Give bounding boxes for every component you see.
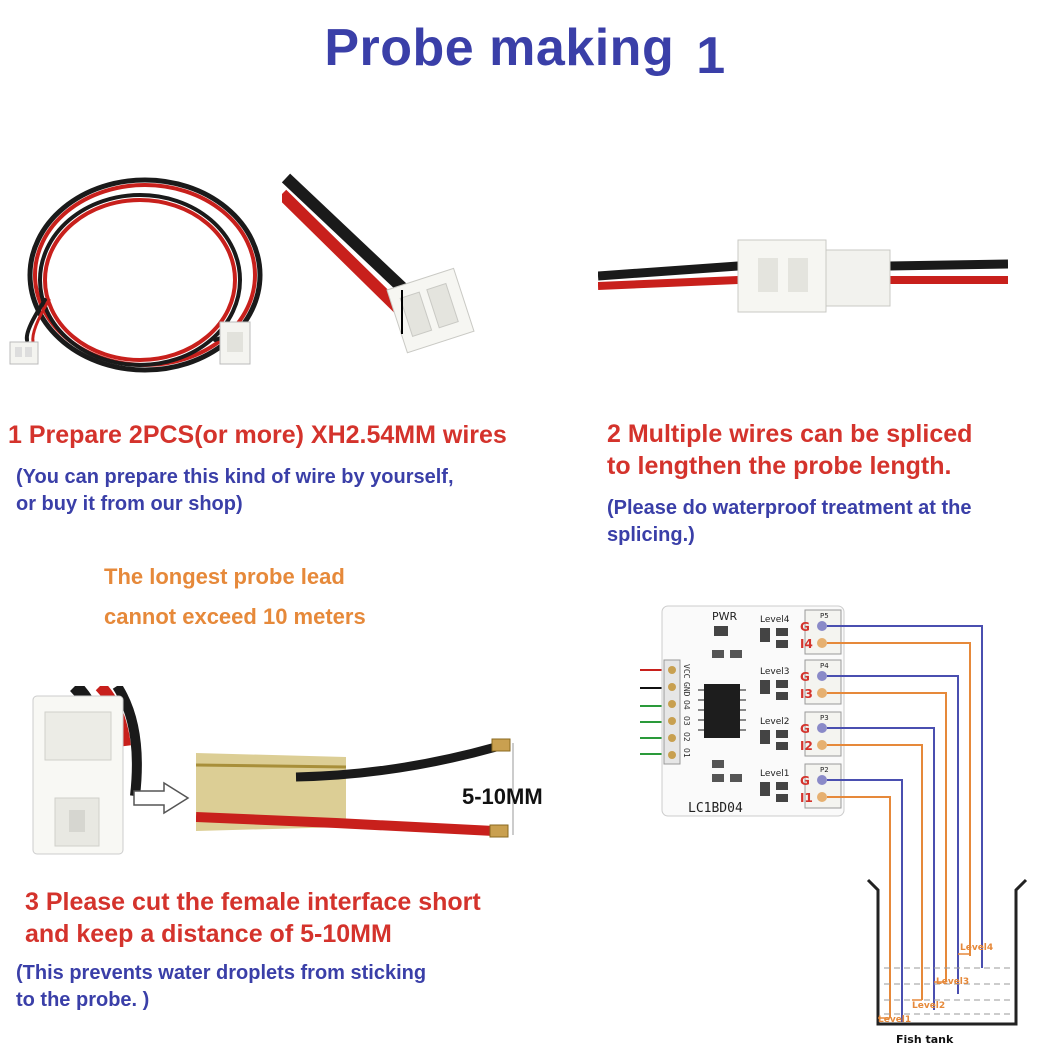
dimension-label: 5-10MM [462, 784, 543, 809]
step3-heading-line2: and keep a distance of 5-10MM [25, 920, 392, 948]
side-header [663, 659, 681, 765]
probe-wires [827, 625, 983, 1022]
pin-g4: G [800, 620, 810, 634]
port-p4: P4 [820, 662, 829, 670]
title-number: 1 [696, 27, 726, 85]
tank-level4-label: Level4 [960, 943, 993, 953]
side-pin-gnd: GND [682, 682, 691, 697]
step2-heading-line2: to lengthen the probe length. [607, 452, 952, 480]
pin-g3: G [800, 670, 810, 684]
step3-note-line1: (This prevents water droplets from stick… [16, 962, 427, 984]
pin-i2: I2 [800, 739, 813, 753]
female-connector-photo [32, 686, 142, 855]
wiring-diagram: VCC GND O4 O3 O2 O1 PWR LC1BD04 Level4 L… [640, 605, 1028, 1046]
tank-level3-label: Level3 [936, 977, 969, 987]
side-pin-o1: O1 [682, 748, 691, 758]
step1-note-line1: (You can prepare this kind of wire by yo… [16, 466, 454, 488]
port-p5: P5 [820, 612, 829, 620]
board-level2-label: Level2 [760, 717, 789, 727]
port-p2: P2 [820, 766, 829, 774]
warning-line1: The longest probe lead [104, 564, 345, 589]
board-level4-label: Level4 [760, 615, 790, 625]
step2-note-line2: splicing.) [607, 524, 695, 546]
warning-line2: cannot exceed 10 meters [104, 604, 366, 629]
board-level1-label: Level1 [760, 769, 789, 779]
pin-g2: G [800, 722, 810, 736]
page-title: Probe making 1 [0, 18, 1050, 85]
side-pin-o3: O3 [682, 716, 691, 726]
spliced-wire-photo [598, 239, 1008, 313]
pwr-label: PWR [712, 610, 738, 623]
pcb-board [661, 605, 845, 817]
title-text: Probe making [324, 19, 675, 77]
step2-note-line1: (Please do waterproof treatment at the [607, 497, 972, 519]
pin-i3: I3 [800, 687, 813, 701]
arrow-right-icon [133, 781, 190, 815]
pin-g1: G [800, 774, 810, 788]
step3-note-line2: to the probe. ) [16, 989, 150, 1011]
step2-heading-line1: 2 Multiple wires can be spliced [607, 420, 973, 448]
step1-heading: 1 Prepare 2PCS(or more) XH2.54MM wires [8, 421, 507, 449]
pin-i4: I4 [800, 637, 813, 651]
port-p3: P3 [820, 714, 829, 722]
pwr-led [714, 626, 728, 636]
side-pin-o4: O4 [682, 700, 691, 710]
side-pin-o2: O2 [682, 732, 691, 742]
connector-closeup-photo [282, 173, 475, 354]
fish-tank [866, 878, 1028, 1026]
side-pin-vcc: VCC [682, 664, 691, 679]
pin-i1: I1 [800, 791, 813, 805]
step3-heading-line1: 3 Please cut the female interface short [25, 888, 481, 916]
coiled-wire-photo [9, 177, 263, 373]
board-model: LC1BD04 [688, 801, 743, 816]
cut-wire-tubing-photo [196, 738, 514, 838]
step1-note-line2: or buy it from our shop) [16, 493, 243, 515]
board-level3-label: Level3 [760, 667, 789, 677]
ic-chip [698, 684, 746, 738]
tank-label: Fish tank [896, 1033, 954, 1046]
tank-level2-label: Level2 [912, 1001, 945, 1011]
tank-level1-label: Level1 [878, 1015, 911, 1025]
